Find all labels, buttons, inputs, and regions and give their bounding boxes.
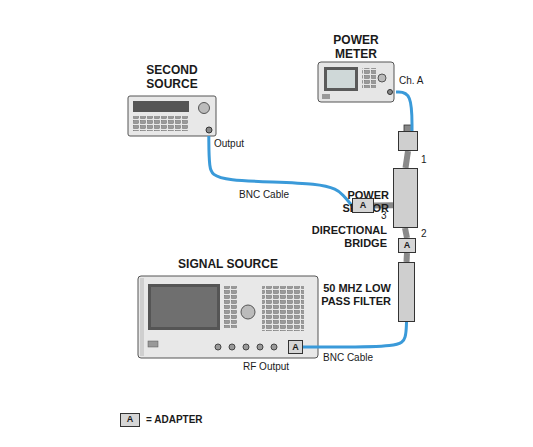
second-source: SECOND SOURCE (126, 64, 218, 136)
second-source-device (128, 96, 216, 136)
cable (396, 92, 412, 131)
generator-connector (215, 344, 221, 350)
connector (405, 228, 407, 238)
port-number: 2 (421, 228, 427, 240)
connector (406, 151, 409, 168)
adapter: A (288, 340, 303, 354)
source-display (133, 101, 189, 112)
cable (303, 322, 407, 347)
port-label: Output (214, 138, 244, 150)
power-meter-device (318, 62, 394, 102)
power-meter: POWER METER (316, 34, 396, 104)
legend-adapter-box: A (120, 413, 140, 427)
meter-housing (318, 62, 394, 102)
generator-keypad (262, 286, 304, 331)
generator-screen (151, 287, 217, 327)
connector (404, 253, 411, 262)
power-sensor: POWER SENSOR (398, 131, 418, 151)
generator-connector (257, 344, 263, 350)
source-output-connector (206, 127, 212, 133)
legend-text: = ADAPTER (146, 414, 203, 425)
generator-screen-frame (148, 284, 220, 330)
source-housing (128, 96, 216, 136)
source-keypad (133, 116, 189, 131)
node-label: DIRECTIONAL BRIDGE (299, 224, 387, 249)
adapter: A (398, 238, 416, 253)
directional-bridge: DIRECTIONAL BRIDGE (393, 168, 418, 228)
node-label: SIGNAL SOURCE (178, 258, 278, 272)
generator-softkeys (224, 286, 238, 328)
signal-source: A SIGNAL SOURCE (136, 258, 320, 360)
source-knob (199, 103, 210, 114)
adapter-letter: A (292, 342, 299, 352)
low-pass-filter: 50 MHZ LOW PASS FILTER (398, 262, 415, 322)
meter-display (327, 70, 355, 88)
meter-power-button (322, 94, 330, 99)
node-label: 50 MHZ LOW PASS FILTER (307, 282, 391, 307)
cable-label: BNC Cable (322, 352, 374, 364)
adapter-letter: A (404, 240, 411, 250)
adapter: A (352, 198, 374, 213)
port-number: 3 (381, 210, 387, 222)
meter-nav-button (378, 74, 386, 82)
port-number: 1 (421, 154, 427, 166)
generator-knob (241, 305, 255, 319)
channel-label: Ch. A (399, 75, 423, 87)
generator-connector (271, 344, 277, 350)
node-label: POWER METER (326, 34, 386, 62)
generator-housing (138, 276, 318, 358)
port-label: RF Output (243, 361, 289, 373)
cable (209, 136, 352, 206)
meter-channel-connector (388, 90, 393, 95)
meter-keys (362, 68, 376, 88)
generator-connector (243, 344, 249, 350)
adapter-letter: A (360, 200, 367, 210)
generator-power-button (148, 341, 158, 347)
meter-screen (324, 67, 358, 91)
signal-source-device (138, 276, 318, 358)
cable-label: BNC Cable (238, 189, 290, 201)
node-label: SECOND SOURCE (141, 64, 203, 92)
generator-side (140, 278, 144, 356)
generator-connector (229, 344, 235, 350)
